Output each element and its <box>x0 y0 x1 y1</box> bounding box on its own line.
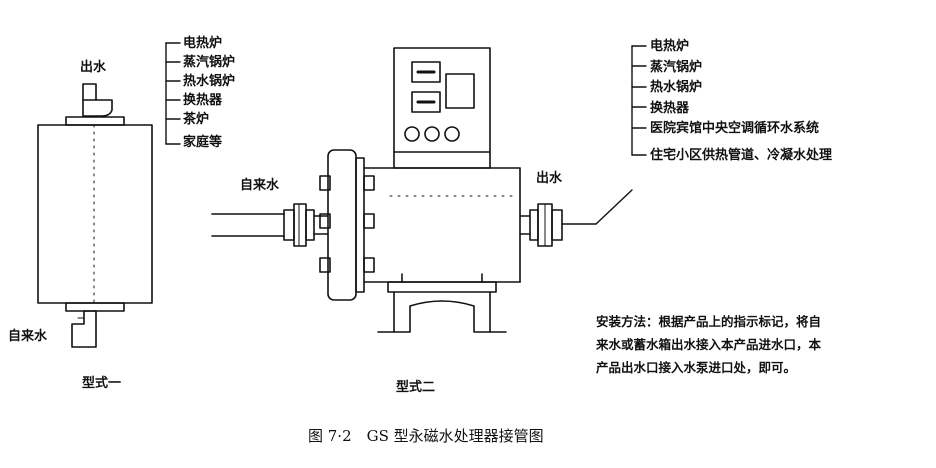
type1-device <box>37 83 153 348</box>
type1-inlet-label: 自来水 <box>8 329 48 344</box>
type2-bracket <box>595 45 647 225</box>
list-item: 住宅小区供热管道、冷凝水处理 <box>650 147 833 163</box>
type1-inlet-elbow <box>71 310 97 348</box>
type1-application-list: 电热炉 蒸汽锅炉 热水锅炉 换热器 茶炉 家庭等 <box>183 34 235 152</box>
control-knob <box>444 126 460 142</box>
list-item: 换热器 <box>650 100 690 116</box>
list-item: 茶炉 <box>183 112 210 127</box>
bolt <box>319 213 331 229</box>
display-screen <box>411 61 441 83</box>
list-item: 电热炉 <box>650 39 690 54</box>
list-item: 蒸汽锅炉 <box>650 59 703 75</box>
bolt <box>363 213 375 229</box>
type1-outlet-elbow <box>82 83 113 117</box>
type1-bottom-flange <box>65 302 125 312</box>
figure-caption: 图 7·2 GS 型永磁水处理器接管图 <box>308 427 544 445</box>
type2-application-list: 电热炉 蒸汽锅炉 热水锅炉 换热器 医院宾馆中央空调循环水系统 住宅小区供热管道… <box>650 37 832 166</box>
type1-cylinder <box>37 124 153 304</box>
type1-model-label: 型式一 <box>82 376 122 391</box>
bolt <box>363 257 375 273</box>
type2-outlet-label: 出水 <box>536 171 563 186</box>
type1-outlet-label: 出水 <box>80 60 107 75</box>
list-item: 热水锅炉 <box>650 80 703 95</box>
indicator-panel <box>445 73 475 109</box>
control-knob <box>404 126 420 142</box>
list-item: 蒸汽锅炉 <box>183 55 236 70</box>
bolt <box>319 175 331 191</box>
type2-tank <box>363 167 521 283</box>
type2-model-label: 型式二 <box>396 380 436 395</box>
type2-control-box <box>393 47 491 169</box>
list-item: 家庭等 <box>183 135 223 150</box>
type1-bracket <box>165 42 181 145</box>
list-item: 电热炉 <box>183 36 223 51</box>
bolt <box>363 175 375 191</box>
type2-inlet-pipe <box>211 203 329 247</box>
installation-note: 安装方法：根据产品上的指示标记，将自来水或蓄水箱出水接入本产品进水口，本产品出水… <box>596 314 822 375</box>
list-item: 医院宾馆中央空调循环水系统 <box>650 121 820 136</box>
type2-flange <box>319 149 375 301</box>
type2-outlet-pipe <box>519 203 597 247</box>
control-knob <box>424 126 440 142</box>
type2-stand <box>377 273 507 333</box>
display-screen <box>411 91 441 113</box>
bolt <box>319 257 331 273</box>
list-item: 热水锅炉 <box>183 74 236 89</box>
type1-top-flange <box>65 116 125 126</box>
list-item: 换热器 <box>183 93 223 108</box>
type2-inlet-label: 自来水 <box>240 178 280 193</box>
